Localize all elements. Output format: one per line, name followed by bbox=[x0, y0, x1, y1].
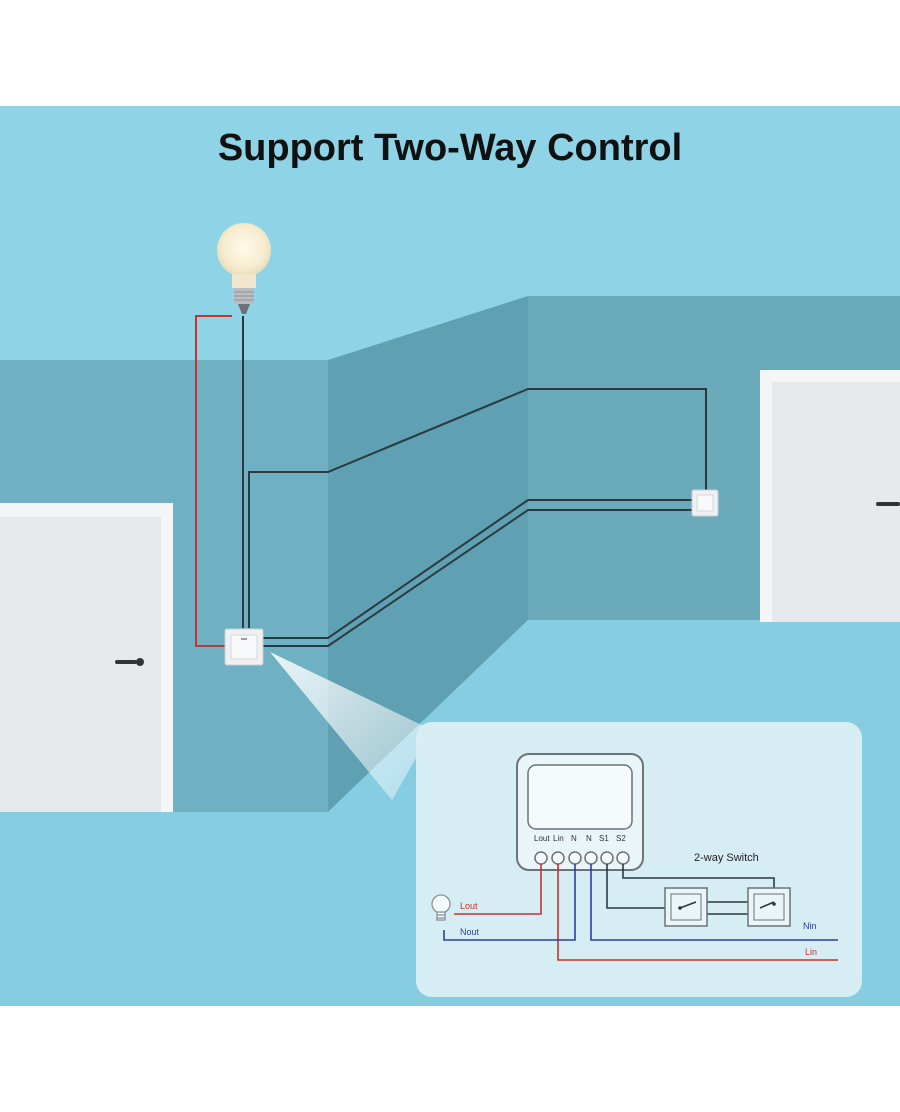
traveler-lower-1 bbox=[258, 499, 694, 639]
wire-label-nin: Nin bbox=[803, 921, 817, 931]
second-wall-switch bbox=[691, 489, 719, 517]
main-wall-switch bbox=[224, 628, 264, 666]
terminal-screw-n1 bbox=[568, 851, 582, 865]
page-title: Support Two-Way Control bbox=[218, 127, 682, 169]
terminal-screw-n2 bbox=[584, 851, 598, 865]
terminal-label-s1: S1 bbox=[599, 834, 609, 843]
wall-wiring bbox=[195, 315, 707, 647]
wire-label-lin: Lin bbox=[805, 947, 817, 957]
terminal-label-s2: S2 bbox=[616, 834, 626, 843]
traveler-upper bbox=[248, 388, 707, 628]
wire-n-out bbox=[443, 864, 576, 941]
right-door bbox=[760, 370, 900, 622]
wire-lin bbox=[557, 864, 838, 961]
wire-lout bbox=[454, 864, 542, 915]
terminal-screw-s1 bbox=[600, 851, 614, 865]
live-wire-to-bulb bbox=[195, 315, 238, 647]
terminal-screw-lin bbox=[551, 851, 565, 865]
left-door bbox=[0, 503, 173, 812]
wire-n-in bbox=[590, 864, 838, 941]
wire-s1 bbox=[606, 864, 680, 909]
terminal-screws bbox=[534, 851, 630, 865]
terminal-label-lout: Lout bbox=[534, 834, 550, 843]
traveler-lower-2 bbox=[258, 509, 694, 647]
zoom-beam bbox=[270, 652, 432, 800]
middle-wall bbox=[328, 296, 528, 812]
diagram-wires bbox=[443, 864, 838, 961]
light-bulb-icon bbox=[217, 223, 271, 314]
two-way-switch-2 bbox=[747, 887, 791, 927]
two-way-switch-1 bbox=[664, 887, 708, 927]
terminal-label-n2: N bbox=[586, 834, 592, 843]
smart-module bbox=[516, 753, 644, 871]
terminal-label-lin: Lin bbox=[553, 834, 564, 843]
wire-label-lout: Lout bbox=[460, 901, 478, 911]
terminal-screw-lout bbox=[534, 851, 548, 865]
terminal-screw-s2 bbox=[616, 851, 630, 865]
wire-label-nout: Nout bbox=[460, 927, 480, 937]
terminal-label-n1: N bbox=[571, 834, 577, 843]
diagram-bulb-icon bbox=[431, 894, 451, 921]
two-way-switch-label: 2-way Switch bbox=[694, 852, 759, 864]
